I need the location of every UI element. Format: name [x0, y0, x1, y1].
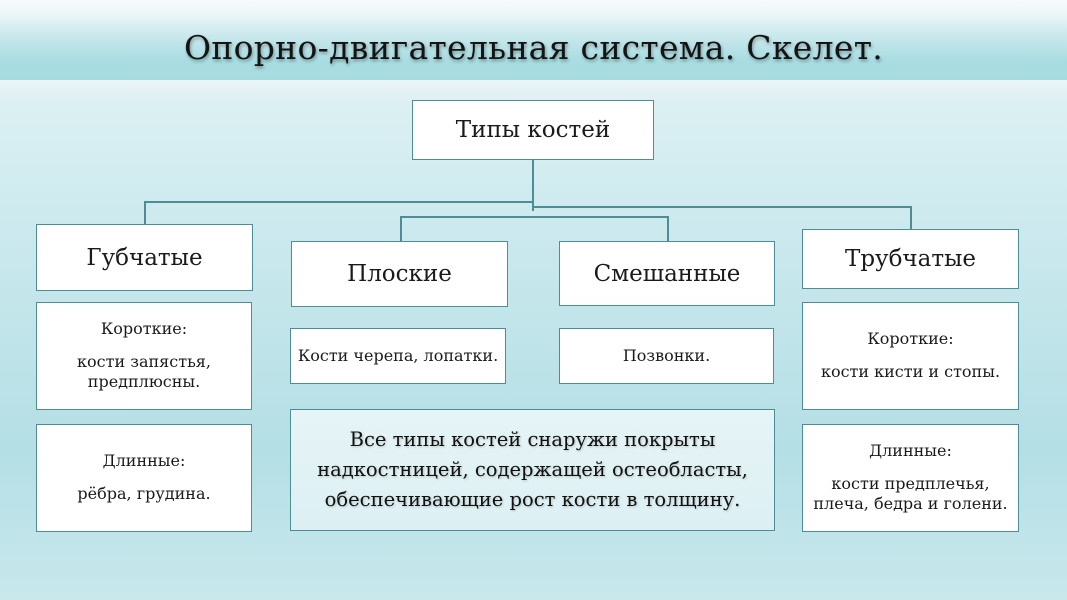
connector-mid-horizontal [400, 216, 668, 218]
category-gubchatye: Губчатые [36, 224, 253, 291]
detail-gubchatye-long: Длинные: рёбра, грудина. [36, 424, 252, 532]
detail-label: Короткие: [867, 329, 954, 349]
root-node: Типы костей [412, 100, 654, 160]
note-line: Все типы костей снаружи покрыты [349, 427, 716, 451]
detail-line: Позвонки. [622, 345, 711, 365]
detail-line: кости запястья, [77, 351, 211, 371]
detail-line: кости кисти и стопы. [820, 362, 1001, 381]
root-label: Типы костей [455, 117, 611, 143]
detail-line: предплюсны. [87, 372, 201, 392]
note-line: надкостницей, содержащей остеобласты, [317, 457, 748, 481]
title-band [0, 0, 1067, 80]
detail-ploskie: Кости черепа, лопатки. [290, 328, 506, 384]
detail-line: плеча, бедра и голени. [813, 494, 1008, 514]
detail-label: Длинные: [102, 451, 186, 471]
detail-label: Длинные: [869, 440, 952, 460]
title-separator [0, 80, 1067, 100]
note-line: обеспечивающие рост кости в толщину. [324, 488, 741, 512]
connector-left-horizontal [144, 201, 534, 203]
category-label: Трубчатые [844, 246, 976, 272]
category-smeshannye: Смешанные [559, 241, 775, 306]
connector-ploskie [400, 216, 402, 241]
connector-trubchatye [910, 206, 912, 230]
detail-gubchatye-short: Короткие: кости запястья, предплюсны. [36, 302, 252, 410]
periosteum-note: Все типы костей снаружи покрыты надкостн… [290, 409, 775, 531]
category-label: Плоские [347, 261, 452, 287]
detail-smeshannye: Позвонки. [559, 328, 774, 384]
category-label: Губчатые [86, 244, 203, 271]
category-trubchatye: Трубчатые [802, 229, 1019, 289]
detail-line: Кости черепа, лопатки. [297, 345, 499, 365]
detail-label: Короткие: [100, 318, 188, 338]
slide-title: Опорно-двигательная система. Скелет. [183, 28, 884, 67]
connector-smeshannye [667, 216, 669, 241]
connector-root-down [532, 160, 534, 211]
connector-right-horizontal [532, 206, 912, 208]
category-ploskie: Плоские [291, 241, 508, 307]
detail-trubchatye-short: Короткие: кости кисти и стопы. [802, 302, 1019, 410]
category-label: Смешанные [593, 260, 741, 287]
detail-trubchatye-long: Длинные: кости предплечья, плеча, бедра … [802, 424, 1019, 532]
detail-line: кости предплечья, [831, 473, 990, 493]
detail-line: рёбра, грудина. [77, 484, 211, 503]
connector-gubchatye [144, 201, 146, 225]
